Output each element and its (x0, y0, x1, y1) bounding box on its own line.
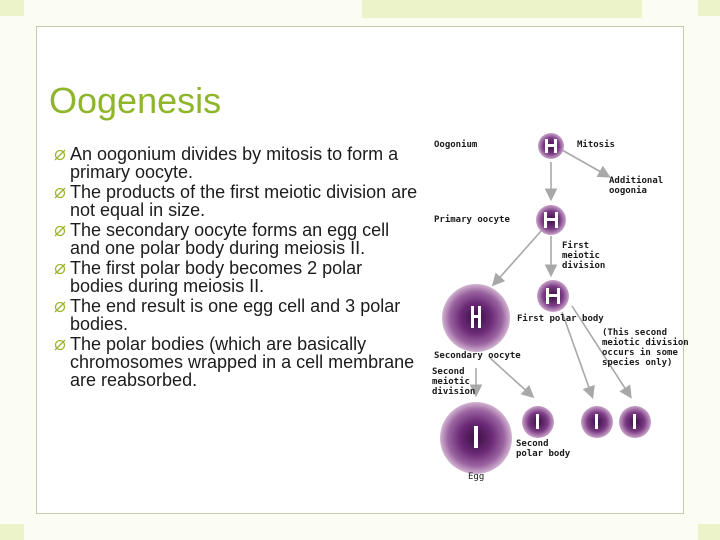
arrows (469, 149, 632, 400)
corner-decoration-top-right (698, 0, 720, 16)
bullet-marker-icon (54, 263, 66, 275)
bullet-list: An oogonium divides by mitosis to form a… (48, 145, 420, 391)
slide-title: Oogenesis (49, 80, 222, 121)
bullet-marker-icon (54, 187, 66, 199)
bullet-text: The products of the first meiotic divisi… (70, 182, 418, 220)
bullet-item: The first polar body becomes 2 polar bod… (48, 259, 420, 295)
bullet-text: The first polar body becomes 2 polar bod… (70, 258, 363, 296)
label-additional-oogonia: Additional oogonia (609, 176, 664, 196)
corner-decoration-bottom-right (698, 524, 720, 540)
egg-cell (440, 402, 512, 474)
bullet-item: An oogonium divides by mitosis to form a… (48, 145, 420, 181)
bullet-marker-icon (54, 225, 66, 237)
oogenesis-diagram-graphic (440, 133, 651, 474)
label-primary-oocyte: Primary oocyte (434, 215, 510, 225)
bullet-text: The end result is one egg cell and 3 pol… (70, 296, 401, 334)
corner-decoration-bottom-left (0, 524, 24, 540)
corner-decoration-top (362, 0, 642, 18)
bullet-text: The secondary oocyte forms an egg cell a… (70, 220, 390, 258)
bullet-item: The secondary oocyte forms an egg cell a… (48, 221, 420, 257)
bullet-marker-icon (54, 339, 66, 351)
arrow-additional-oogonia (561, 149, 611, 178)
label-oogonium: Oogonium (434, 140, 478, 150)
polar-body-cell-left (581, 406, 613, 438)
label-egg: Egg (468, 472, 485, 482)
label-mitosis: Mitosis (577, 140, 615, 150)
bullet-text: An oogonium divides by mitosis to form a… (70, 144, 399, 182)
corner-decoration-top-left (0, 0, 24, 16)
arrow-to-polar-body-left (561, 311, 595, 400)
second-polar-body-cell (522, 406, 554, 438)
arrow-to-polar-body-right (571, 305, 632, 399)
bullet-item: The products of the first meiotic divisi… (48, 183, 420, 219)
primary-oocyte-cell (536, 205, 566, 235)
secondary-oocyte-cell (442, 284, 510, 352)
bullet-item: The end result is one egg cell and 3 pol… (48, 297, 420, 333)
bullet-text: The polar bodies (which are basically ch… (70, 334, 415, 390)
oogonium-cell (538, 133, 564, 159)
label-second-meiotic-division: Second meiotic division (432, 367, 476, 397)
bullet-marker-icon (54, 149, 66, 161)
first-polar-body-cell (537, 280, 569, 312)
label-secondary-oocyte: Secondary oocyte (434, 351, 521, 361)
label-first-meiotic-division: First meiotic division (562, 241, 606, 271)
label-first-polar-body: First polar body (517, 314, 604, 324)
polar-body-cell-right (619, 406, 651, 438)
label-second-meiotic-note: (This second meiotic division occurs in … (602, 328, 689, 368)
oogenesis-diagram: Oogonium Mitosis Additional oogonia Prim… (432, 126, 689, 482)
arrow-to-secondary-oocyte (491, 229, 543, 287)
arrow-to-second-polar-body (489, 357, 535, 399)
label-second-polar-body: Second polar body (516, 439, 571, 459)
bullet-item: The polar bodies (which are basically ch… (48, 335, 420, 389)
bullet-marker-icon (54, 301, 66, 313)
